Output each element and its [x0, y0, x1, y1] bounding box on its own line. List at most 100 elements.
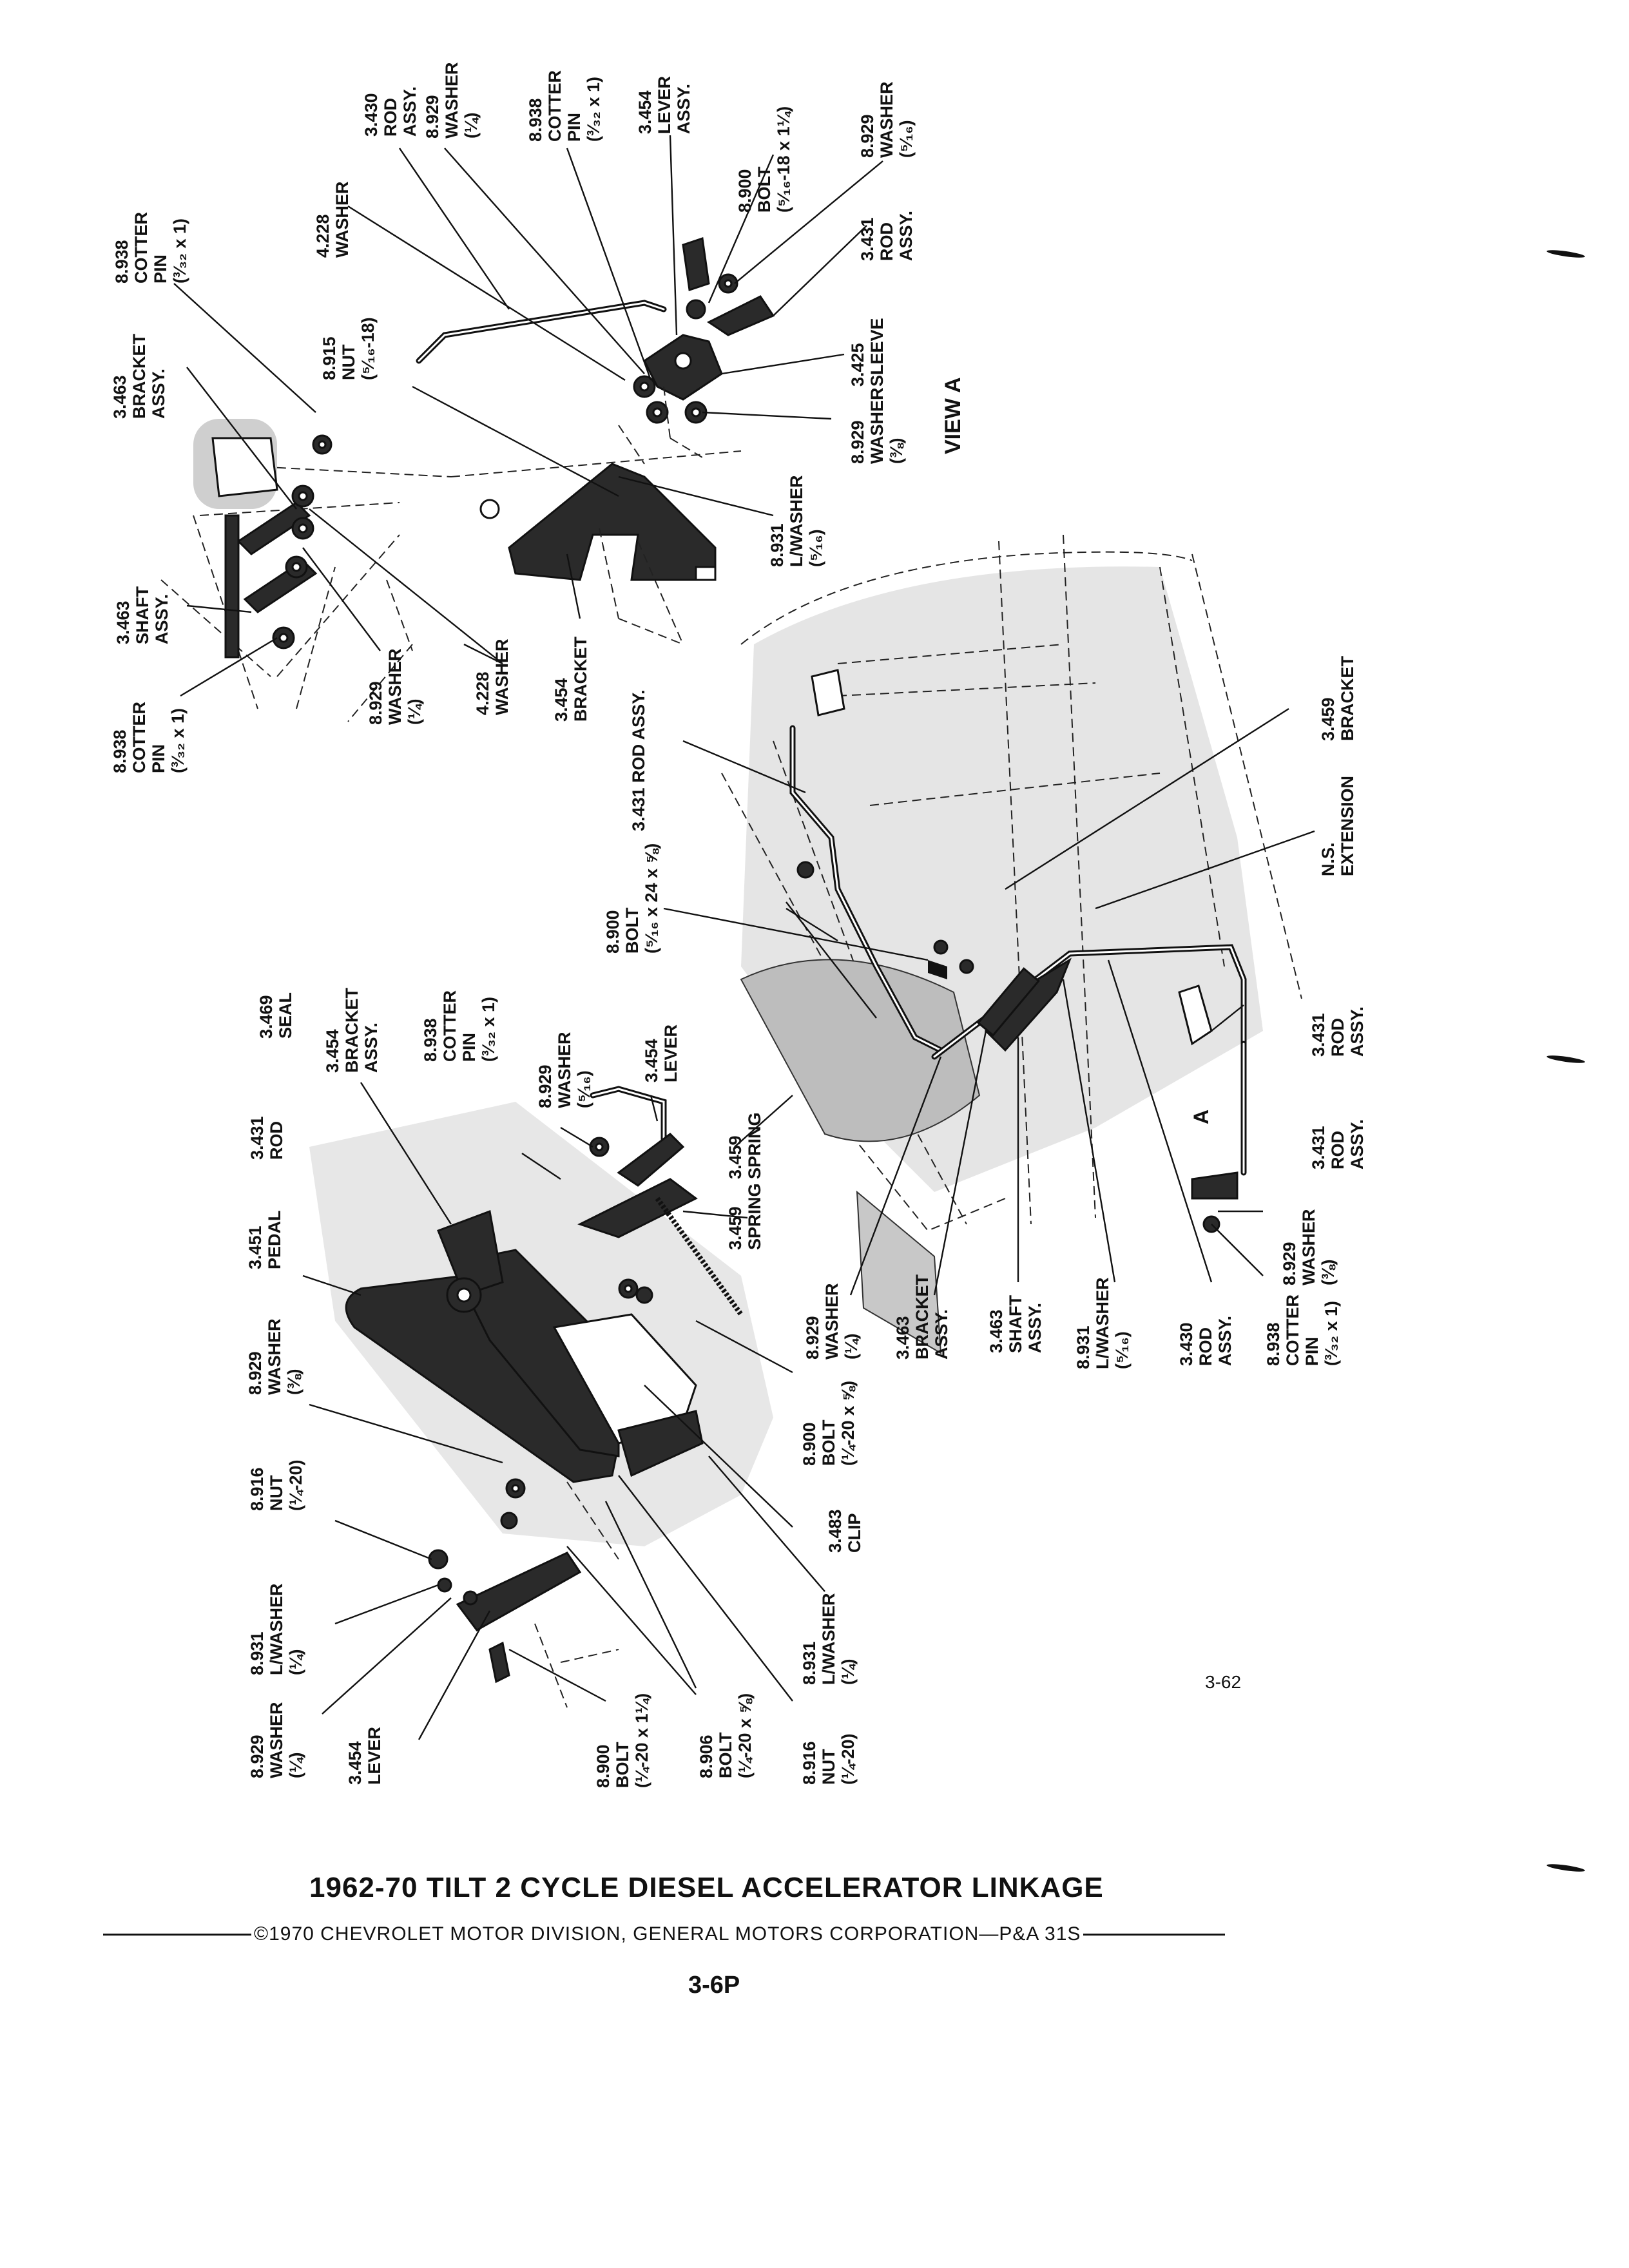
- svg-text:8.938COTTERPIN(³⁄₃₂ x 1): 8.938COTTERPIN(³⁄₃₂ x 1): [110, 702, 188, 773]
- callout-rod-assy-50: 3.430RODASSY.: [1177, 1316, 1235, 1366]
- callout-lwasher-43: 8.931L/WASHER(¼): [800, 1593, 858, 1685]
- svg-text:8.938COTTERPIN(³⁄₃₂ x 1): 8.938COTTERPIN(³⁄₃₂ x 1): [421, 990, 498, 1062]
- callout-lwasher-37: 8.931L/WASHER(¼): [247, 1583, 305, 1675]
- svg-text:3.454LEVERASSY.: 3.454LEVERASSY.: [635, 76, 693, 134]
- callout-cotter-pin-52: 8.938COTTERPIN(³⁄₃₂ x 1): [1264, 1294, 1341, 1366]
- callout-cotter-pin-26: 8.938COTTERPIN(³⁄₃₂ x 1): [421, 990, 498, 1062]
- svg-text:8.916NUT(¼-20): 8.916NUT(¼-20): [800, 1733, 858, 1785]
- callout-sleeve-12: 3.425SLEEVE: [848, 318, 887, 387]
- callout-bolt-45: 8.900BOLT(¼-20 x ⅝): [800, 1381, 858, 1466]
- svg-text:8.915NUT(⁵⁄₁₆-18): 8.915NUT(⁵⁄₁₆-18): [320, 317, 378, 380]
- svg-text:8.916NUT(¼-20): 8.916NUT(¼-20): [247, 1459, 305, 1511]
- svg-text:8.931L/WASHER(⁵⁄₁₆): 8.931L/WASHER(⁵⁄₁₆): [1074, 1277, 1132, 1369]
- copyright-line: ©1970 CHEVROLET MOTOR DIVISION, GENERAL …: [254, 1923, 1081, 1945]
- svg-text:3.454LEVER: 3.454LEVER: [345, 1727, 384, 1785]
- svg-text:3.451PEDAL: 3.451PEDAL: [246, 1210, 284, 1269]
- callout-bracket-18: 3.454BRACKET: [552, 636, 590, 722]
- callout-rod-29: 3.431ROD: [247, 1116, 286, 1160]
- svg-text:A: A: [1190, 1110, 1213, 1124]
- callout-cotter-pin-3: 8.938COTTERPIN(³⁄₃₂ x 1): [526, 70, 603, 142]
- svg-text:3.431 ROD ASSY.: 3.431 ROD ASSY.: [629, 689, 648, 831]
- callout-lwasher-49: 8.931L/WASHER(⁵⁄₁₆): [1074, 1277, 1132, 1369]
- svg-text:3.454LEVER: 3.454LEVER: [642, 1024, 680, 1082]
- svg-text:8.906BOLT(¼-20 x ⅝): 8.906BOLT(¼-20 x ⅝): [697, 1693, 755, 1778]
- callout-washer-13: 8.929WASHER(⅜): [848, 387, 906, 464]
- svg-text:8.931L/WASHER(¼): 8.931L/WASHER(¼): [247, 1583, 305, 1675]
- callout-bracket-assy-11: 3.463BRACKETASSY.: [110, 333, 168, 419]
- callout-washer-38: 8.929WASHER(¼): [247, 1702, 305, 1778]
- callout-lever-28: 3.454LEVER: [642, 1024, 680, 1082]
- callout-clip-44: 3.483CLIP: [825, 1509, 864, 1553]
- callout-washer-17: 4.228WASHER: [473, 639, 512, 715]
- view-a-label: VIEW A: [941, 377, 965, 454]
- svg-text:8.929WASHER(⁵⁄₁₆): 8.929WASHER(⁵⁄₁₆): [535, 1032, 593, 1108]
- callout-cotter-pin-9: 8.938COTTERPIN(³⁄₃₂ x 1): [112, 212, 189, 284]
- svg-text:8.900BOLT(⁵⁄₁₆ x 24 x ⅝): 8.900BOLT(⁵⁄₁₆ x 24 x ⅝): [603, 843, 661, 954]
- callout-washer-51: 8.929WASHER(⅜): [1280, 1209, 1338, 1285]
- svg-text:4.228WASHER: 4.228WASHER: [473, 639, 512, 715]
- callout-pedal-32: 3.451PEDAL: [246, 1210, 284, 1269]
- callout-bolt-40: 8.900BOLT(¼-20 x 1¼): [593, 1693, 651, 1788]
- callout-spring-30: 3.459SPRING: [726, 1112, 764, 1179]
- callout-lever-39: 3.454LEVER: [345, 1727, 384, 1785]
- page-title: 1962-70 TILT 2 CYCLE DIESEL ACCELERATOR …: [309, 1872, 1104, 1903]
- callout-bolt-23: 8.900BOLT(⁵⁄₁₆ x 24 x ⅝): [603, 843, 661, 954]
- svg-text:3.459SPRING: 3.459SPRING: [726, 1183, 764, 1250]
- callout-bracket-assy-47: 3.463BRACKETASSY.: [893, 1274, 951, 1360]
- callout-bracket-assy-25: 3.454BRACKETASSY.: [323, 987, 381, 1073]
- callout-labels: 3.430RODASSY. 8.929WASHER(¼) 8.938COTTER…: [110, 62, 1367, 1788]
- svg-text:4.228WASHER: 4.228WASHER: [313, 181, 352, 258]
- copyright-rule-right: [1083, 1933, 1226, 1936]
- callout-shaft-assy-48: 3.463SHAFTASSY.: [987, 1295, 1045, 1353]
- copyright-rule-left: [103, 1933, 251, 1936]
- svg-text:N.S.EXTENSION: N.S.EXTENSION: [1318, 776, 1357, 876]
- svg-text:3.430RODASSY.: 3.430RODASSY.: [1177, 1316, 1235, 1366]
- view-marker-a: A: [1190, 1110, 1213, 1124]
- svg-text:8.931L/WASHER(⁵⁄₁₆): 8.931L/WASHER(⁵⁄₁₆): [767, 475, 825, 567]
- svg-text:3.459BRACKET: 3.459BRACKET: [1318, 655, 1357, 741]
- svg-text:8.938COTTERPIN(³⁄₃₂ x 1): 8.938COTTERPIN(³⁄₃₂ x 1): [526, 70, 603, 142]
- callout-rod-assy-7: 3.431RODASSY.: [858, 211, 916, 261]
- svg-text:3.431RODASSY.: 3.431RODASSY.: [858, 211, 916, 261]
- callout-rod-assy-21: 3.431 ROD ASSY.: [629, 689, 648, 831]
- svg-text:8.938COTTERPIN(³⁄₃₂ x 1): 8.938COTTERPIN(³⁄₃₂ x 1): [1264, 1294, 1341, 1366]
- svg-text:3.463SHAFTASSY.: 3.463SHAFTASSY.: [113, 586, 171, 644]
- svg-text:8.929WASHER(¼): 8.929WASHER(¼): [423, 62, 481, 139]
- callout-washer-35: 8.929WASHER(⅜): [246, 1318, 304, 1395]
- view-a-illustration: [160, 237, 775, 722]
- callout-spring-31: 3.459SPRING: [726, 1183, 764, 1250]
- svg-text:8.938COTTERPIN(³⁄₃₂ x 1): 8.938COTTERPIN(³⁄₃₂ x 1): [112, 212, 189, 284]
- svg-text:3.431RODASSY.: 3.431RODASSY.: [1309, 1006, 1367, 1057]
- callout-nut-42: 8.916NUT(¼-20): [800, 1733, 858, 1785]
- svg-text:3.430RODASSY.: 3.430RODASSY.: [361, 86, 419, 137]
- callout-washer-27: 8.929WASHER(⁵⁄₁₆): [535, 1032, 593, 1108]
- svg-text:8.900BOLT(⁵⁄₁₆-18 x 1¼): 8.900BOLT(⁵⁄₁₆-18 x 1¼): [735, 106, 793, 213]
- callout-washer-2: 8.929WASHER(¼): [423, 62, 481, 139]
- svg-text:3.463BRACKETASSY.: 3.463BRACKETASSY.: [893, 1274, 951, 1360]
- callout-rod-assy-1: 3.430RODASSY.: [361, 86, 419, 137]
- callout-washer-6: 8.929WASHER(⁵⁄₁₆): [858, 81, 916, 158]
- svg-text:3.454BRACKETASSY.: 3.454BRACKETASSY.: [323, 987, 381, 1073]
- svg-text:3.431RODASSY.: 3.431RODASSY.: [1309, 1119, 1367, 1169]
- svg-text:3.469SEAL: 3.469SEAL: [256, 992, 295, 1039]
- callout-nut-36: 8.916NUT(¼-20): [247, 1459, 305, 1511]
- callout-washer-46: 8.929WASHER(¼): [803, 1283, 861, 1360]
- svg-text:8.929WASHER(⁵⁄₁₆): 8.929WASHER(⁵⁄₁₆): [858, 81, 916, 158]
- svg-text:3.483CLIP: 3.483CLIP: [825, 1509, 864, 1553]
- callout-shaft-assy-15: 3.463SHAFTASSY.: [113, 586, 171, 644]
- svg-text:3.425SLEEVE: 3.425SLEEVE: [848, 318, 887, 387]
- engine-compartment-illustration: [721, 534, 1302, 1354]
- callout-bolt-5: 8.900BOLT(⁵⁄₁₆-18 x 1¼): [735, 106, 793, 213]
- svg-text:3.463BRACKETASSY.: 3.463BRACKETASSY.: [110, 333, 168, 419]
- svg-text:8.929WASHER(¼): 8.929WASHER(¼): [247, 1702, 305, 1778]
- svg-text:3.431ROD: 3.431ROD: [247, 1116, 286, 1160]
- pedal-assembly-illustration: [309, 1086, 773, 1708]
- svg-text:8.929WASHER(⅜): 8.929WASHER(⅜): [1280, 1209, 1338, 1285]
- svg-text:8.900BOLT(¼-20 x ⅝): 8.900BOLT(¼-20 x ⅝): [800, 1381, 858, 1466]
- callout-extension-22: N.S.EXTENSION: [1318, 776, 1357, 876]
- svg-text:8.929WASHER(⅜): 8.929WASHER(⅜): [246, 1318, 304, 1395]
- svg-text:3.454BRACKET: 3.454BRACKET: [552, 636, 590, 722]
- callout-washer-8: 4.228WASHER: [313, 181, 352, 258]
- callout-seal-24: 3.469SEAL: [256, 992, 295, 1039]
- copyright-row: ©1970 CHEVROLET MOTOR DIVISION, GENERAL …: [103, 1923, 1347, 1945]
